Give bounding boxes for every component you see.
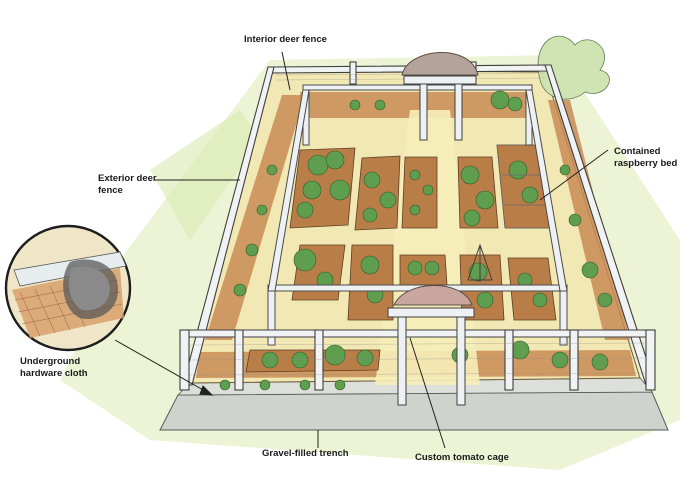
left-perimeter-bed bbox=[205, 95, 305, 340]
gravel-trench bbox=[159, 391, 669, 431]
label-raspberry-bed-line2: raspberry bed bbox=[614, 158, 678, 169]
front-arbor bbox=[387, 285, 475, 406]
label-raspberry-bed-line1: Contained bbox=[614, 146, 661, 157]
exterior-fence bbox=[179, 61, 656, 391]
back-arbor bbox=[401, 52, 479, 141]
label-exterior-deer-fence-line2: fence bbox=[98, 185, 123, 196]
leader-lines bbox=[114, 51, 609, 449]
label-hardware-cloth-line2: hardware cloth bbox=[20, 368, 88, 379]
right-perimeter-bed bbox=[548, 100, 630, 340]
back-perimeter-bed bbox=[300, 92, 532, 118]
tomato-cage bbox=[467, 243, 493, 282]
plants bbox=[219, 90, 613, 391]
label-interior-deer-fence: Interior deer fence bbox=[244, 34, 327, 45]
label-tomato-cage: Custom tomato cage bbox=[415, 452, 509, 463]
label-gravel-trench: Gravel-filled trench bbox=[262, 448, 349, 459]
label-exterior-deer-fence-line1: Exterior deer bbox=[98, 173, 157, 184]
grass-wash-2 bbox=[150, 110, 260, 240]
interior-fence bbox=[267, 84, 568, 346]
hardware-cloth-inset bbox=[4, 224, 132, 352]
label-hardware-cloth-line1: Underground bbox=[20, 356, 81, 367]
